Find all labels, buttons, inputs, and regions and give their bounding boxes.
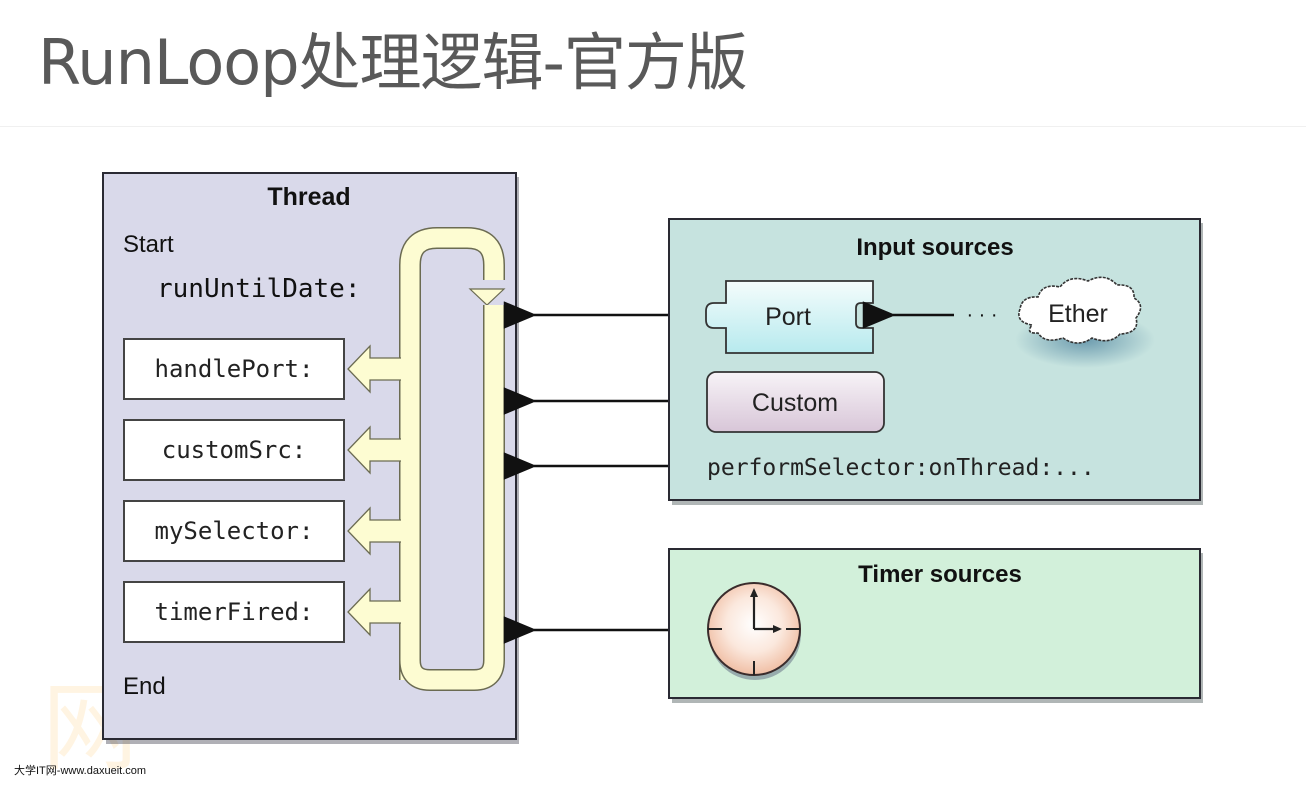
loop-junction <box>401 437 419 463</box>
dispatch-arrow-icon <box>347 425 406 475</box>
footer-watermark: 大学IT网-www.daxueit.com <box>14 765 147 777</box>
page-title: RunLoop处理逻辑-官方版 <box>38 26 748 99</box>
handler-label: mySelector: <box>155 517 314 545</box>
title-divider <box>0 126 1306 127</box>
handler-label: timerFired: <box>155 598 314 626</box>
ether-dots: · · · <box>966 304 997 326</box>
timer-sources-title: Timer sources <box>858 561 1022 588</box>
dispatch-arrow-icon <box>347 587 406 637</box>
run-loop-arrow <box>399 227 506 691</box>
dispatch-arrow-icon <box>347 344 406 394</box>
port-source-shape <box>705 280 874 354</box>
handler-my-selector: mySelector: <box>123 500 406 562</box>
input-sources-box <box>668 218 1203 505</box>
loop-junction <box>401 356 419 382</box>
port-label: Port <box>765 303 811 331</box>
thread-end-label: End <box>123 673 166 700</box>
handler-custom-src: customSrc: <box>123 419 406 481</box>
custom-label: Custom <box>752 389 838 417</box>
handler-handle-port: handlePort: <box>123 338 406 400</box>
clock-icon <box>707 582 801 680</box>
loop-junction <box>401 599 419 625</box>
dispatch-arrow-icon <box>347 506 406 556</box>
ether-cloud-icon <box>1018 276 1142 344</box>
ether-label: Ether <box>1048 300 1108 328</box>
run-until-date-label: runUntilDate: <box>157 274 361 304</box>
input-sources-title: Input sources <box>856 234 1013 261</box>
handler-timer-fired: timerFired: <box>123 581 406 643</box>
custom-source-shape <box>706 371 885 433</box>
handler-label: handlePort: <box>155 355 314 383</box>
thread-start-label: Start <box>123 231 174 258</box>
perform-selector-label: performSelector:onThread:... <box>707 455 1095 481</box>
thread-title: Thread <box>267 183 350 211</box>
loop-junction <box>401 518 419 544</box>
handler-label: customSrc: <box>162 436 307 464</box>
